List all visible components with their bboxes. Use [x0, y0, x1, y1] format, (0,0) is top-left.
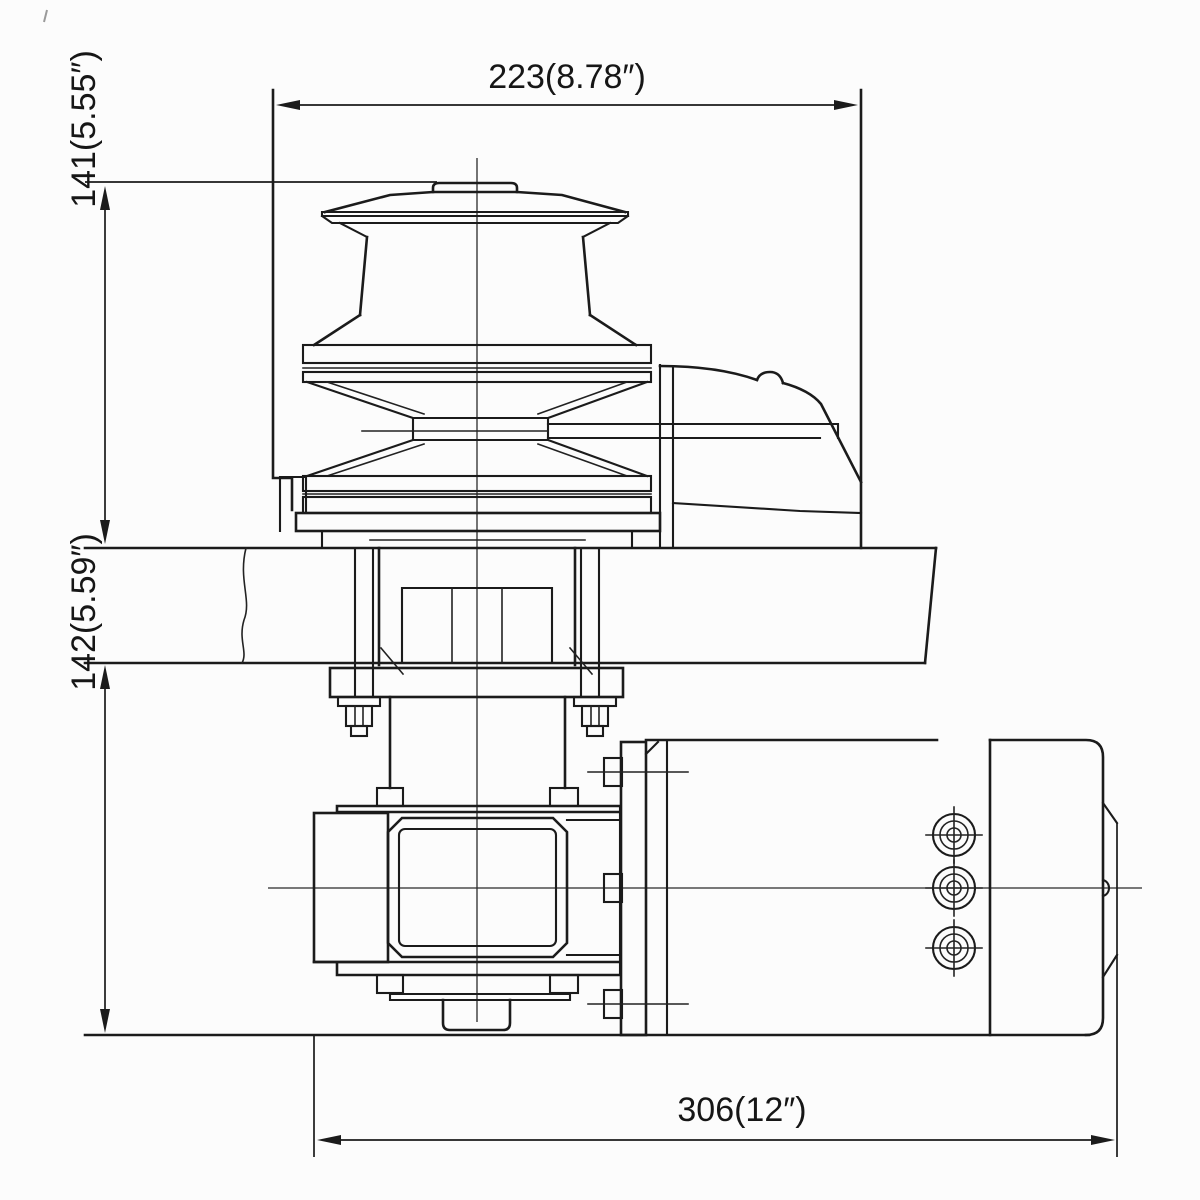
gear-right-wall: [565, 804, 622, 977]
output-shaft: [441, 998, 512, 1032]
drum-top-cap: [431, 181, 519, 194]
deck-right-edge: [923, 546, 938, 665]
column-ribs: [451, 587, 503, 664]
dim-label-upper-height: 141(5.55″): [65, 50, 103, 208]
bolt-axis-lines: [587, 771, 689, 1005]
flange-band-upper: [301, 343, 653, 365]
drum-dome: [323, 190, 627, 214]
drum-base-flanges: [301, 343, 653, 384]
cover-top-curve-a: [658, 364, 759, 382]
drum-lower-flare: [312, 313, 638, 347]
arrowhead-right: [834, 100, 858, 110]
lower-bolt-right: [548, 973, 580, 995]
shaft-end-nub: [1101, 878, 1111, 898]
gear-boss-inner: [397, 827, 558, 948]
capstan-drum: [312, 181, 638, 347]
arrowhead-right: [1091, 1135, 1115, 1145]
gear-bottom-plate: [388, 992, 572, 1002]
arrowhead-down: [100, 520, 110, 544]
cover-top-curve-b: [781, 381, 863, 484]
chain-gypsy: [305, 380, 840, 478]
end-plate-chamfers: [1101, 801, 1119, 979]
lower-bolt-left: [375, 973, 405, 995]
hex-nut: [344, 704, 374, 728]
flange-nut-right: [572, 695, 618, 738]
cover-bottom-edge: [671, 501, 863, 515]
arrowhead-up: [100, 186, 110, 210]
motor: [83, 738, 1119, 1037]
base-plate: [294, 511, 662, 533]
stud-tip: [349, 724, 369, 738]
cover-wall-column: [658, 363, 675, 550]
flange-nut-left: [336, 695, 382, 738]
arrowhead-up: [100, 665, 110, 689]
cover-left-edge: [271, 88, 294, 512]
flange-band-lower: [301, 370, 653, 384]
arrowhead-left: [317, 1135, 341, 1145]
column-weld-chamfers: [379, 646, 594, 676]
dim-lower-height: 142(5.59″): [65, 533, 110, 1033]
gypsy-lower-cone-inner: [325, 442, 629, 478]
dim-bottom-width: 306(12″): [313, 823, 1118, 1157]
motor-end-cap: [988, 738, 1105, 1037]
gearbox: [312, 695, 622, 1032]
drum-rim-band: [320, 210, 630, 225]
dim-upper-height: 141(5.55″): [65, 50, 110, 544]
hex-nut: [580, 704, 610, 728]
centerlines: [268, 158, 1142, 1022]
column-outer-walls: [377, 546, 577, 667]
scan-artifact: [43, 9, 48, 23]
gypsy-lower-cone: [305, 438, 649, 478]
upper-bolt-right: [548, 786, 580, 808]
gear-lower-flange: [312, 960, 622, 977]
arrowhead-left: [276, 100, 300, 110]
deck-mounting-flange: [328, 666, 625, 738]
oil-plug-top: [925, 806, 983, 864]
dim-label-top-width: 223(8.78″): [488, 58, 646, 96]
arrowhead-down: [100, 1009, 110, 1033]
cover-curve-tab: [755, 370, 785, 385]
gearbox-neck: [388, 695, 567, 790]
upper-bolt-left: [375, 786, 405, 808]
drum-under-cone: [338, 221, 612, 239]
gypsy-upper-cone: [305, 380, 649, 420]
motor-spigot-line: [644, 740, 669, 1037]
dim-label-lower-height: 142(5.59″): [65, 533, 103, 691]
base-band-upper: [301, 474, 653, 493]
base-plates: [278, 474, 662, 550]
flange-body: [328, 666, 625, 699]
side-cover: [271, 88, 863, 550]
gear-boss-outer: [386, 816, 569, 959]
oil-plug-bottom: [925, 919, 983, 977]
gypsy-upper-cone-inner: [325, 380, 629, 416]
deck-studs: [353, 548, 601, 699]
chain-stripper-arm: [546, 422, 840, 440]
washer: [336, 695, 382, 708]
deck-break-line: [240, 547, 248, 665]
stud-tip: [585, 724, 605, 738]
hex-facets: [354, 705, 364, 727]
through-deck-column: [353, 546, 601, 699]
dim-label-bottom-width: 306(12″): [677, 1091, 806, 1129]
washer: [572, 695, 618, 708]
dimension-annotations: 223(8.78″) 141(5.55″) 142(5.59″) 306(12″…: [65, 50, 1118, 1157]
base-seat: [320, 529, 634, 550]
column-inner-box: [400, 586, 554, 665]
gypsy-waist: [411, 416, 550, 442]
deck: [83, 546, 938, 665]
motor-flange-bolts: [587, 756, 689, 1020]
gear-upper-flange: [335, 804, 622, 814]
hex-facets: [590, 705, 600, 727]
dim-top-width: 223(8.78″): [276, 58, 858, 110]
oil-plug-middle: [925, 859, 983, 917]
drum-barrel: [358, 235, 592, 317]
